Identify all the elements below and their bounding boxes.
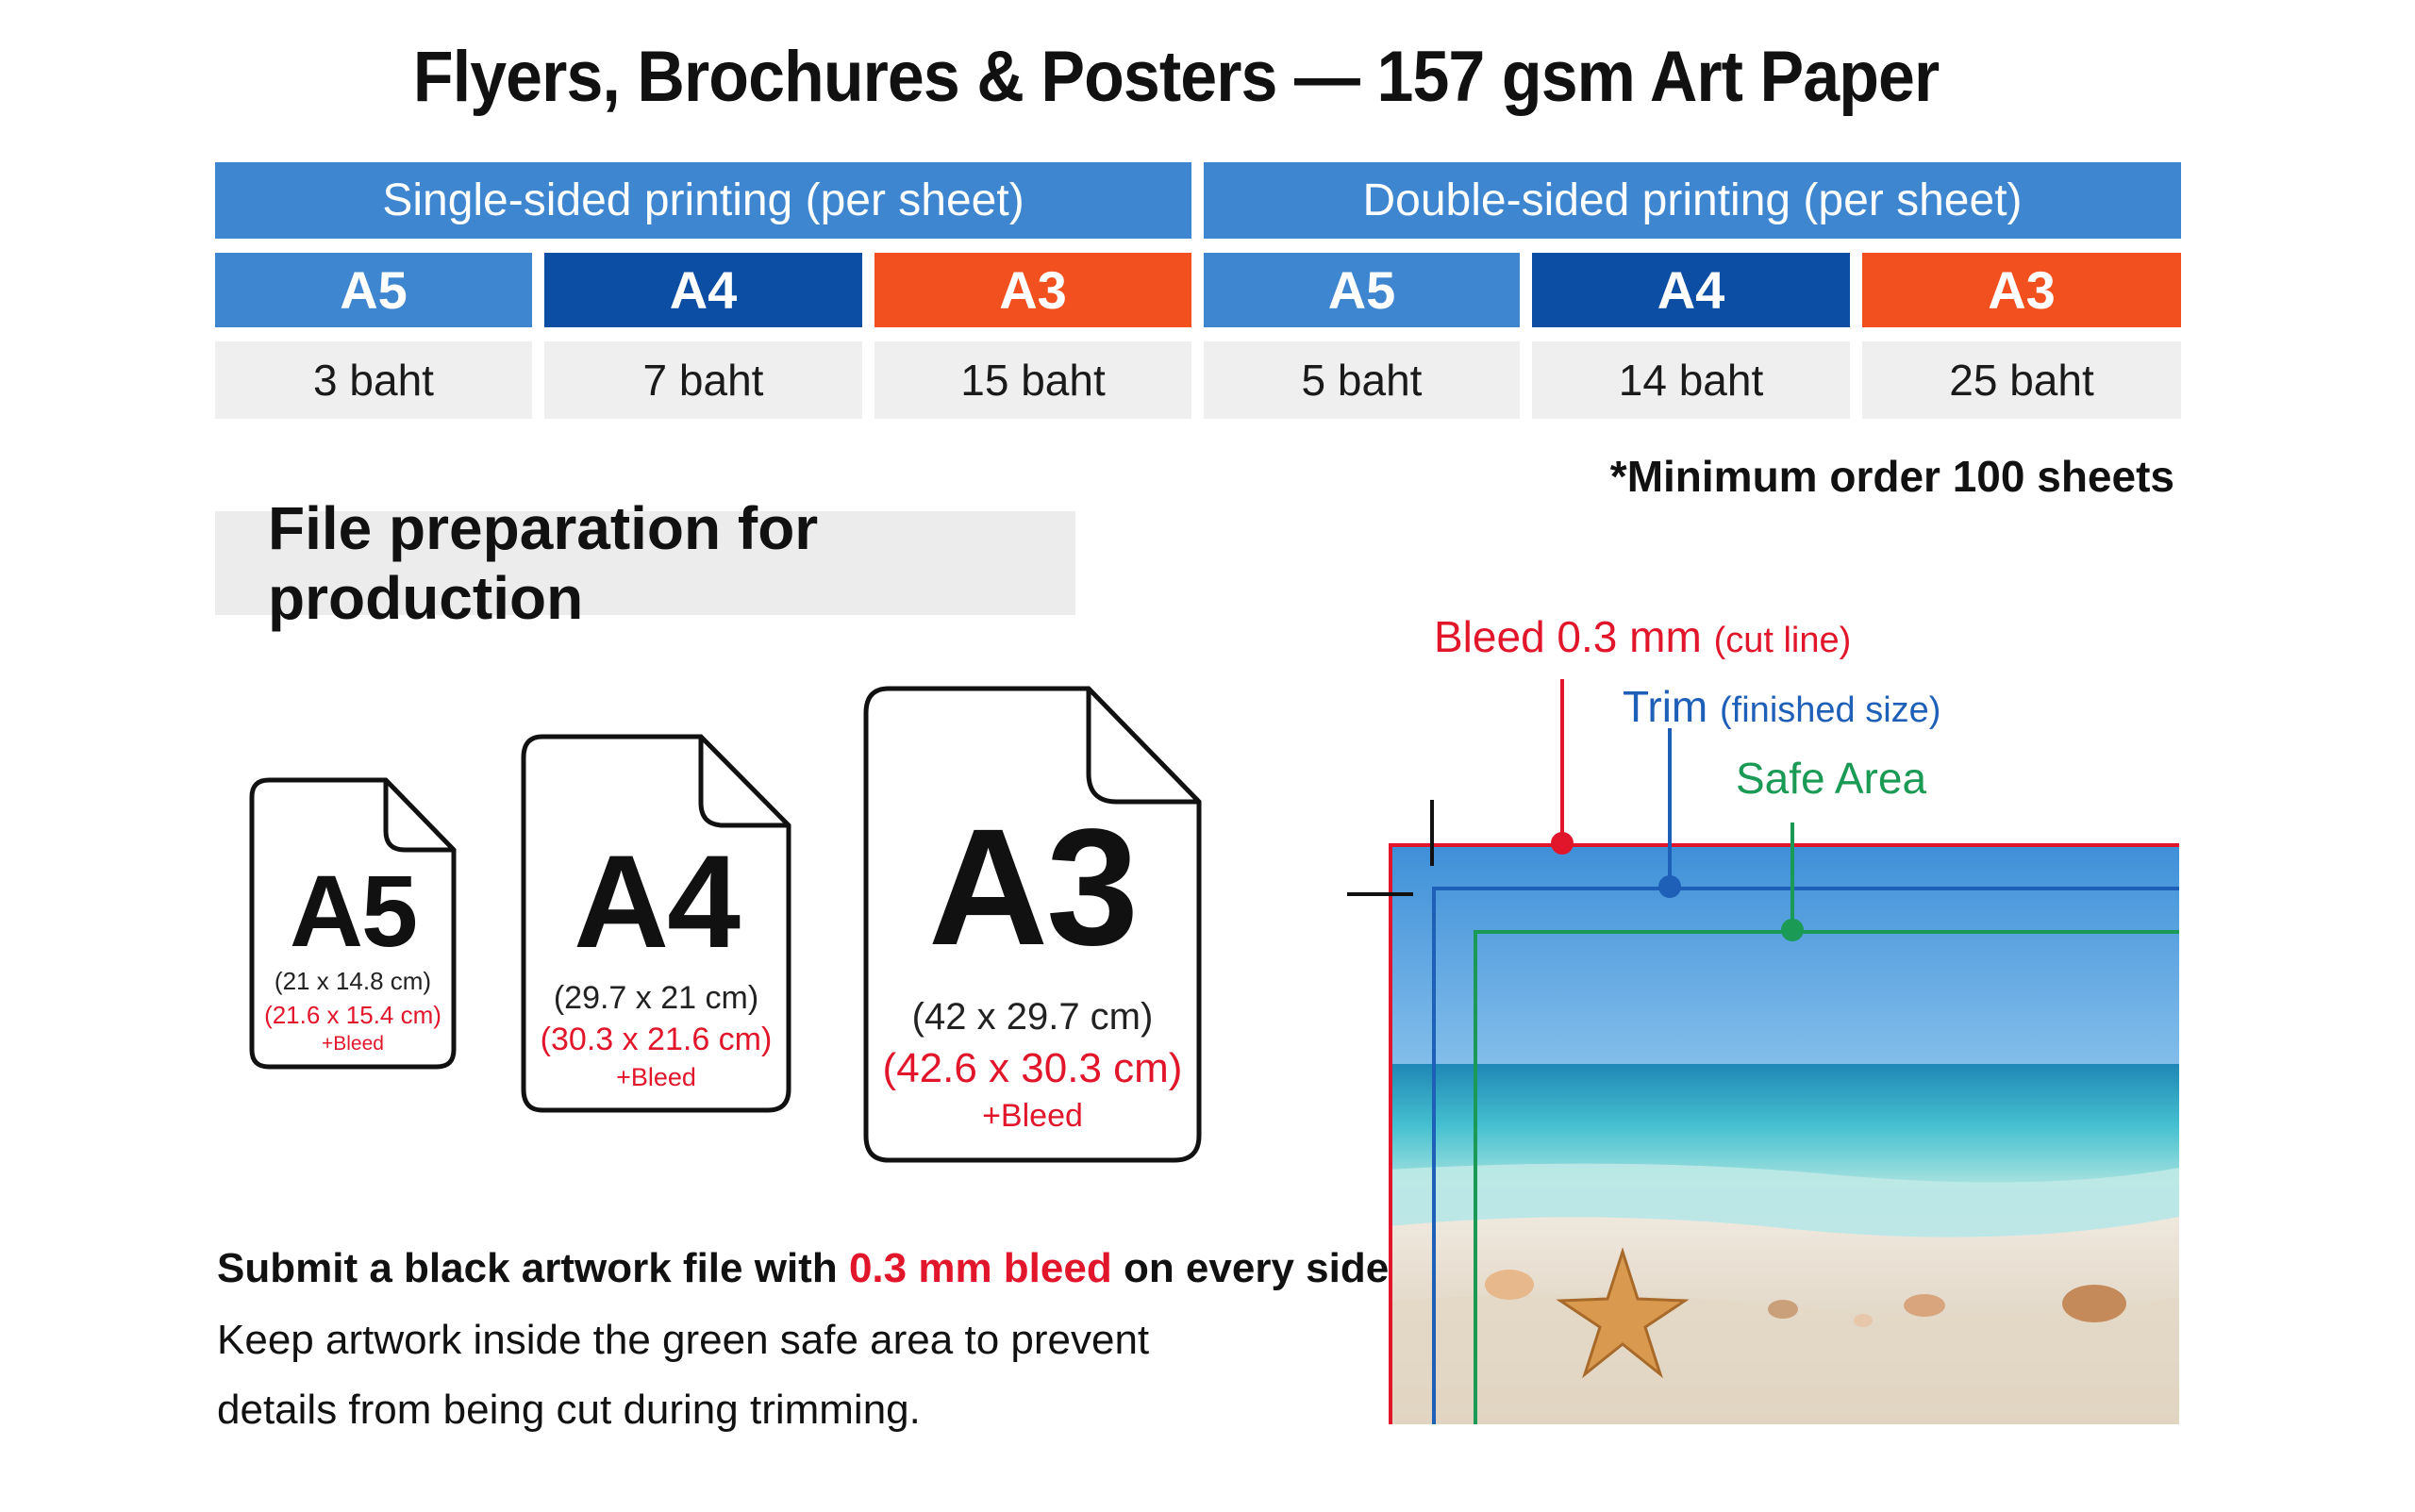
doc-a5-dims: (21 x 14.8 cm) — [274, 967, 432, 995]
doc-a3-icon: A3 (42 x 29.7 cm) (42.6 x 30.3 cm) +Blee… — [862, 685, 1203, 1164]
trim-sublabel: (finished size) — [1720, 690, 1941, 730]
safe-area-label: Safe Area — [1736, 754, 1927, 803]
trim-label-text: Trim — [1623, 682, 1708, 731]
single-size-a5: A5 — [215, 253, 532, 327]
double-price-a4: 14 baht — [1532, 341, 1850, 419]
bleed-diagram: Bleed 0.3 mm (cut line) Trim (finished s… — [1340, 604, 2283, 1434]
instruction-part-1: Submit a black artwork file with — [217, 1245, 849, 1291]
double-size-a4: A4 — [1532, 253, 1850, 327]
doc-a3-bleed-dims: (42.6 x 30.3 cm) — [882, 1045, 1183, 1091]
file-prep-heading-text: File preparation for production — [268, 494, 819, 632]
doc-a4-dims: (29.7 x 21 cm) — [553, 980, 759, 1016]
bleed-line-top — [1389, 843, 2179, 847]
single-price-a5: 3 baht — [215, 341, 532, 419]
doc-a4-bleed-dims: (30.3 x 21.6 cm) — [540, 1022, 773, 1057]
trim-label: Trim (finished size) — [1623, 681, 1940, 732]
trim-marker — [1658, 875, 1681, 898]
page-title: Flyers, Brochures & Posters — 157 gsm Ar… — [412, 37, 1940, 117]
doc-a3-dims: (42 x 29.7 cm) — [911, 996, 1154, 1038]
single-price-a4: 7 baht — [544, 341, 862, 419]
single-size-a3: A3 — [874, 253, 1191, 327]
doc-a5-icon: A5 (21 x 14.8 cm) (21.6 x 15.4 cm) +Blee… — [248, 776, 458, 1071]
trim-line-left — [1432, 887, 1436, 1424]
doc-a3-bleed-label: +Bleed — [982, 1098, 1083, 1134]
bleed-label: Bleed 0.3 mm (cut line) — [1434, 611, 1851, 662]
doc-a4-size: A4 — [574, 827, 741, 975]
instruction-line-3: details from being cut during trimming. — [217, 1387, 921, 1433]
doc-a4-bleed-label: +Bleed — [616, 1063, 696, 1091]
instruction-line-1: Submit a black artwork file with 0.3 mm … — [217, 1245, 1400, 1292]
double-size-a3: A3 — [1862, 253, 2181, 327]
safe-line-left — [1474, 930, 1477, 1424]
doc-a3-size: A3 — [928, 795, 1139, 980]
doc-a5-bleed-dims: (21.6 x 15.4 cm) — [264, 1001, 441, 1029]
doc-a5-size: A5 — [289, 854, 418, 968]
bleed-marker — [1551, 832, 1574, 855]
file-prep-heading: File preparation for production — [215, 494, 1075, 632]
safe-marker — [1781, 919, 1804, 941]
double-price-a3: 25 baht — [1862, 341, 2181, 419]
instruction-part-2: on every side. — [1111, 1245, 1401, 1291]
bleed-sublabel: (cut line) — [1713, 621, 1852, 660]
doc-a5-bleed-label: +Bleed — [322, 1033, 384, 1055]
bleed-label-text: Bleed 0.3 mm — [1434, 612, 1702, 661]
bleed-line-left — [1389, 843, 1392, 1424]
single-size-a4: A4 — [544, 253, 862, 327]
instruction-line-2: Keep artwork inside the green safe area … — [217, 1317, 1150, 1363]
safe-line-top — [1474, 930, 2179, 934]
single-sided-header: Single-sided printing (per sheet) — [215, 162, 1191, 239]
double-size-a5: A5 — [1204, 253, 1520, 327]
double-sided-header: Double-sided printing (per sheet) — [1204, 162, 2181, 239]
doc-a4-icon: A4 (29.7 x 21 cm) (30.3 x 21.6 cm) +Blee… — [520, 733, 792, 1114]
minimum-order-note: *Minimum order 100 sheets — [1609, 452, 2174, 501]
beach-photo-illustration — [1347, 679, 2179, 1424]
double-price-a5: 5 baht — [1204, 341, 1520, 419]
instruction-highlight: 0.3 mm bleed — [848, 1245, 1112, 1291]
trim-line-top — [1432, 887, 2179, 890]
single-price-a3: 15 baht — [874, 341, 1191, 419]
